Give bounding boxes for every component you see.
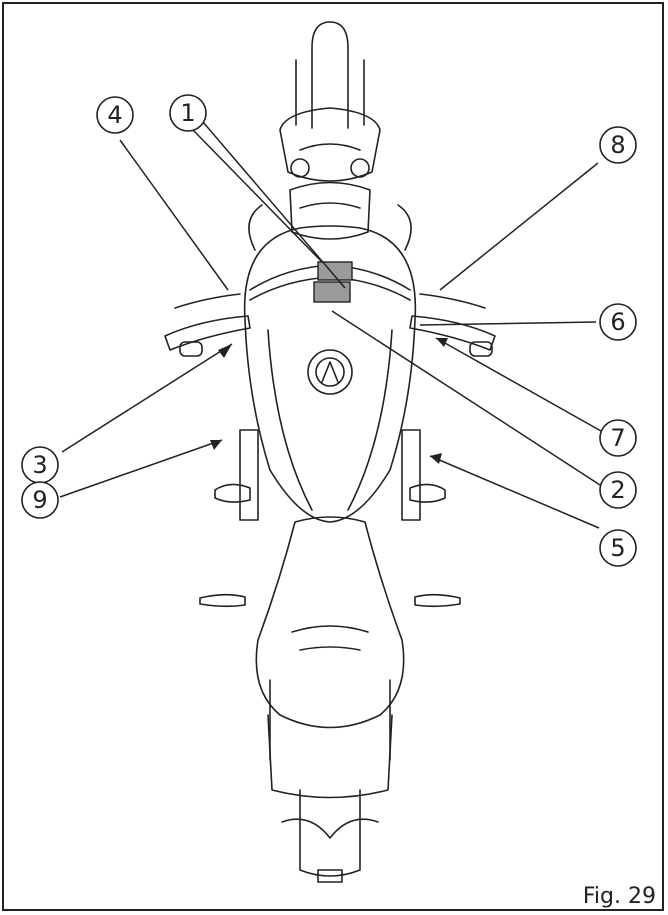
callout-5: 5 [610,534,625,562]
callout-leaders [59,121,602,529]
callout-1: 1 [180,99,195,127]
callout-circles [21,94,637,567]
callout-arrowheads [210,338,448,464]
callout-9: 9 [32,486,47,514]
reservoir-highlight [313,261,353,303]
callout-8: 8 [610,131,625,159]
callout-2: 2 [610,476,625,504]
callout-numbers: 1 4 8 6 7 2 5 3 9 [32,99,625,562]
callout-3: 3 [32,451,47,479]
callout-4: 4 [107,101,122,129]
figure-label: Fig. 29 [582,884,656,909]
callout-6: 6 [610,308,625,336]
callout-7: 7 [610,424,625,452]
